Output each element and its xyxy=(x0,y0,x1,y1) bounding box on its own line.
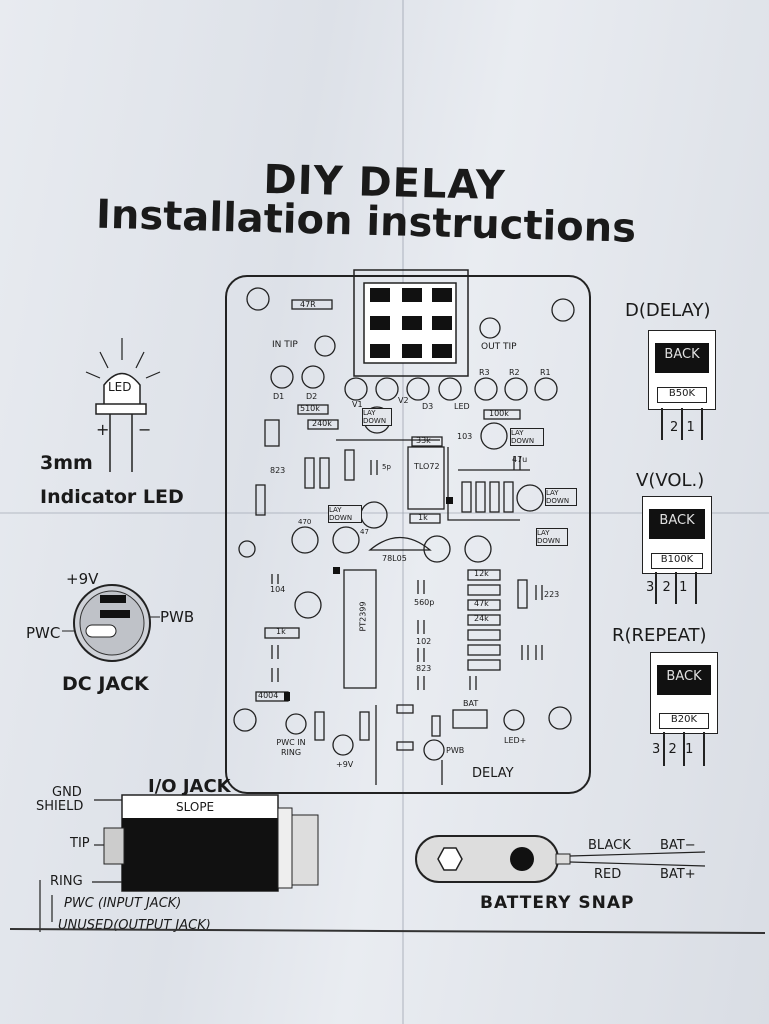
board-c104-label: 104 xyxy=(270,585,286,594)
io-jack-tip-label: TIP xyxy=(70,836,90,851)
pot-vol-value: B100K xyxy=(660,554,694,565)
board-r1-label: R1 xyxy=(540,368,551,377)
pot-repeat-pins: 3 2 1 xyxy=(652,742,694,757)
board-c102-label: 102 xyxy=(416,637,432,646)
board-r1k-b-label: 1k xyxy=(276,627,286,636)
board-r1k-label: 1k xyxy=(418,513,428,522)
pot-vol-back: BACK xyxy=(659,513,695,528)
pot-vol-pins: 3 2 1 xyxy=(646,580,688,595)
pot-repeat-body: BACK B20K xyxy=(650,652,718,734)
pot-repeat-value: B20K xyxy=(670,714,698,725)
battery-red-label: RED xyxy=(594,867,622,882)
board-r47-label: 47R xyxy=(300,300,316,309)
board-led-label: LED xyxy=(454,402,470,411)
led-caption: Indicator LED xyxy=(40,486,184,508)
board-d1-label: D1 xyxy=(273,392,285,401)
battery-bat-minus-label: BAT− xyxy=(660,838,696,853)
pot-delay-back: BACK xyxy=(664,347,700,362)
pot-delay-title: D(DELAY) xyxy=(625,300,711,321)
board-c47u-label: 47u xyxy=(512,455,528,464)
io-jack-gnd-label: GND xyxy=(52,785,82,800)
board-pwb-label: PWB xyxy=(446,746,465,755)
board-r12k-label: 12k xyxy=(474,569,489,578)
pot-delay-value: B50K xyxy=(668,388,696,399)
board-delay-label: DELAY xyxy=(472,766,514,781)
board-r33k-label: 33k xyxy=(416,436,431,445)
board-bat-label: BAT xyxy=(463,699,479,708)
pot-repeat-title: R(REPEAT) xyxy=(612,625,707,646)
board-r3-label: R3 xyxy=(479,368,490,377)
io-jack-pwc-note: PWC (INPUT JACK) xyxy=(64,896,182,911)
board-c223-label: 223 xyxy=(544,590,560,599)
pot-repeat-back: BACK xyxy=(666,669,702,684)
board-c47-label: 47 xyxy=(360,528,369,536)
board-d3-label: D3 xyxy=(422,402,434,411)
board-r240k-label: 240k xyxy=(312,419,332,428)
board-c823-label: 823 xyxy=(270,466,286,475)
board-led-plus-label: LED+ xyxy=(504,736,527,745)
board-pwc-in-ring-label: PWC IN RING xyxy=(276,738,306,757)
pot-delay-pins: 2 1 xyxy=(670,420,695,435)
board-c560p-label: 560p xyxy=(414,598,435,607)
board-lay-down-1: LAY DOWN xyxy=(362,408,392,426)
board-78l05-label: 78L05 xyxy=(382,554,407,563)
battery-caption: BATTERY SNAP xyxy=(480,893,635,913)
board-r47k-label: 47k xyxy=(474,599,489,608)
io-jack-ring-label: RING xyxy=(50,874,83,889)
board-r2-label: R2 xyxy=(509,368,520,377)
board-in-tip-label: IN TIP xyxy=(272,340,298,350)
led-chip-label: LED xyxy=(108,380,132,394)
board-r24k-label: 24k xyxy=(474,614,489,623)
led-minus-label: − xyxy=(138,420,152,439)
board-r100k-label: 100k xyxy=(489,409,509,418)
io-jack-shield-label: SHIELD xyxy=(36,799,84,814)
board-lay-down-2: LAY DOWN xyxy=(510,428,544,446)
dc-jack-caption: DC JACK xyxy=(62,673,149,695)
dc-jack-pwb-label: PWB xyxy=(160,608,195,626)
board-c103-label: 103 xyxy=(457,432,473,441)
board-c470-label: 470 xyxy=(298,518,312,526)
dc-jack-9v-label: +9V xyxy=(66,570,99,588)
board-lay-down-4: LAY DOWN xyxy=(545,488,577,506)
battery-bat-plus-label: BAT+ xyxy=(660,867,696,882)
board-v2-label: V2 xyxy=(398,396,409,405)
board-c4004-label: 4004 xyxy=(258,691,279,700)
board-c823b-label: 823 xyxy=(416,664,432,673)
io-jack-slope-label: SLOPE xyxy=(176,800,215,814)
led-size-label: 3mm xyxy=(40,452,93,474)
fold-line-horizontal xyxy=(0,512,769,514)
pot-delay-body: BACK B50K xyxy=(648,330,716,410)
board-v1-label: V1 xyxy=(352,400,363,409)
io-jack-title: I/O JACK xyxy=(148,776,231,797)
board-9v-label: +9V xyxy=(336,760,354,769)
battery-black-label: BLACK xyxy=(588,838,631,853)
board-tlo72-label: TLO72 xyxy=(414,462,440,471)
pot-vol-title: V(VOL.) xyxy=(636,470,705,491)
board-d2-label: D2 xyxy=(306,392,318,401)
board-lay-down-3: LAY DOWN xyxy=(328,505,362,523)
dc-jack-pwc-label: PWC xyxy=(26,624,61,642)
led-plus-label: + xyxy=(96,420,110,439)
pcb-board-outline xyxy=(225,275,591,794)
board-out-tip-label: OUT TIP xyxy=(481,342,517,352)
pot-vol-body: BACK B100K xyxy=(642,496,712,574)
board-r510k-label: 510k xyxy=(300,404,320,413)
board-c5p-label: 5p xyxy=(382,463,391,471)
fold-line-vertical xyxy=(402,0,404,1024)
board-lay-down-5: LAY DOWN xyxy=(536,528,568,546)
